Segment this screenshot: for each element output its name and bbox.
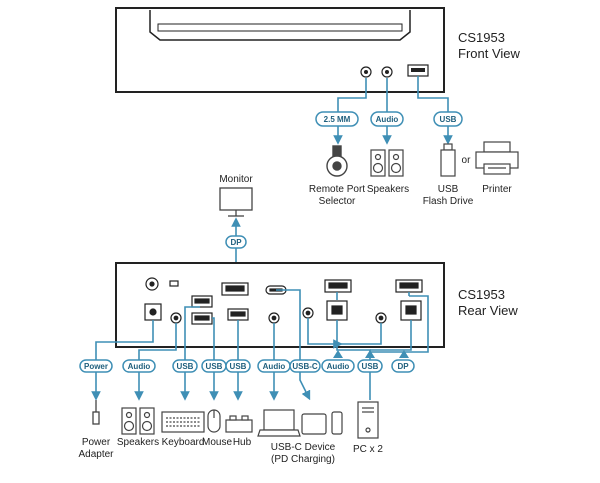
hub-label: Hub <box>233 437 252 448</box>
svg-text:DP: DP <box>397 362 409 371</box>
tag-pc-audio: Audio <box>321 359 355 373</box>
keyboard-label: Keyboard <box>162 437 205 448</box>
rear-panel <box>115 262 445 348</box>
rear-subtitle: Rear View <box>458 303 518 318</box>
svg-text:USB: USB <box>230 362 247 371</box>
or-label: or <box>462 155 472 166</box>
pc-tower-icon <box>357 401 379 439</box>
svg-text:USB: USB <box>440 115 457 124</box>
rear-ports <box>144 277 423 325</box>
pc-audio-line-2 <box>338 323 382 345</box>
rear-audio-cable <box>134 323 177 401</box>
svg-text:Power: Power <box>84 362 108 371</box>
mouse-icon <box>207 409 221 433</box>
front-audio-port <box>381 66 393 78</box>
front-subtitle: Front View <box>458 46 521 61</box>
svg-text:USB-C: USB-C <box>292 362 318 371</box>
svg-text:Audio: Audio <box>327 362 350 371</box>
front-speakers-label: Speakers <box>367 184 409 195</box>
tag-front-usb: USB <box>433 111 463 127</box>
svg-text:Audio: Audio <box>376 115 399 124</box>
usbc-device-icon <box>257 409 343 437</box>
pc-usb-line <box>336 292 371 400</box>
remote-label-1: Remote Port <box>309 184 365 195</box>
usbc-cable <box>276 289 311 401</box>
tag-pc-dp: DP <box>391 359 415 373</box>
rear-speakers-icon <box>121 407 155 435</box>
monitor-icon <box>219 187 253 217</box>
rear-title: CS1953 <box>458 287 505 302</box>
rear-speakers-label: Speakers <box>117 437 159 448</box>
tag-power: Power <box>79 359 113 373</box>
tag-monitor-dp: DP <box>225 235 247 249</box>
tag-usb-hub: USB <box>225 359 251 373</box>
pc-audio-line <box>307 318 338 345</box>
front-speakers-icon <box>370 149 404 177</box>
usb-flash-drive-icon <box>440 143 456 177</box>
tag-rear-audio: Audio <box>122 359 156 373</box>
front-remote-port <box>360 66 372 78</box>
monitor-label: Monitor <box>219 174 253 185</box>
svg-text:Audio: Audio <box>128 362 151 371</box>
remote-label-2: Selector <box>319 196 356 207</box>
printer-label: Printer <box>482 184 512 195</box>
power-label-2: Adapter <box>78 449 114 460</box>
front-usb-port <box>407 64 429 77</box>
usbc-label-1: USB-C Device <box>271 442 336 453</box>
tag-usbc: USB-C <box>289 359 321 373</box>
usbc-label-2: (PD Charging) <box>271 454 335 465</box>
svg-text:USB: USB <box>206 362 223 371</box>
keyboard-icon <box>161 411 205 433</box>
svg-text:USB: USB <box>362 362 379 371</box>
power-adapter-icon <box>92 400 100 425</box>
power-switch <box>169 280 179 287</box>
svg-text:Audio: Audio <box>263 362 286 371</box>
tag-usb-mouse: USB <box>201 359 227 373</box>
flash-label-2: Flash Drive <box>423 196 474 207</box>
hub-icon <box>225 415 253 433</box>
svg-text:USB: USB <box>177 362 194 371</box>
rear-arrowheads <box>333 350 409 358</box>
svg-text:DP: DP <box>230 238 242 247</box>
front-title: CS1953 <box>458 30 505 45</box>
pc-label: PC x 2 <box>353 444 383 455</box>
front-panel <box>115 7 445 93</box>
mouse-label: Mouse <box>202 437 232 448</box>
tag-front-audio: Audio <box>370 111 404 127</box>
flash-label-1: USB <box>438 184 459 195</box>
tag-pc-usb: USB <box>357 359 383 373</box>
svg-text:2.5 MM: 2.5 MM <box>324 115 351 124</box>
tag-2.5mm: 2.5 MM <box>315 111 359 127</box>
pc-dp-line <box>370 292 429 353</box>
printer-icon <box>475 141 519 175</box>
remote-port-selector-icon <box>326 145 348 177</box>
power-label-1: Power <box>82 437 111 448</box>
tag-audio-2: Audio <box>257 359 291 373</box>
tag-usb-keyboard: USB <box>172 359 198 373</box>
